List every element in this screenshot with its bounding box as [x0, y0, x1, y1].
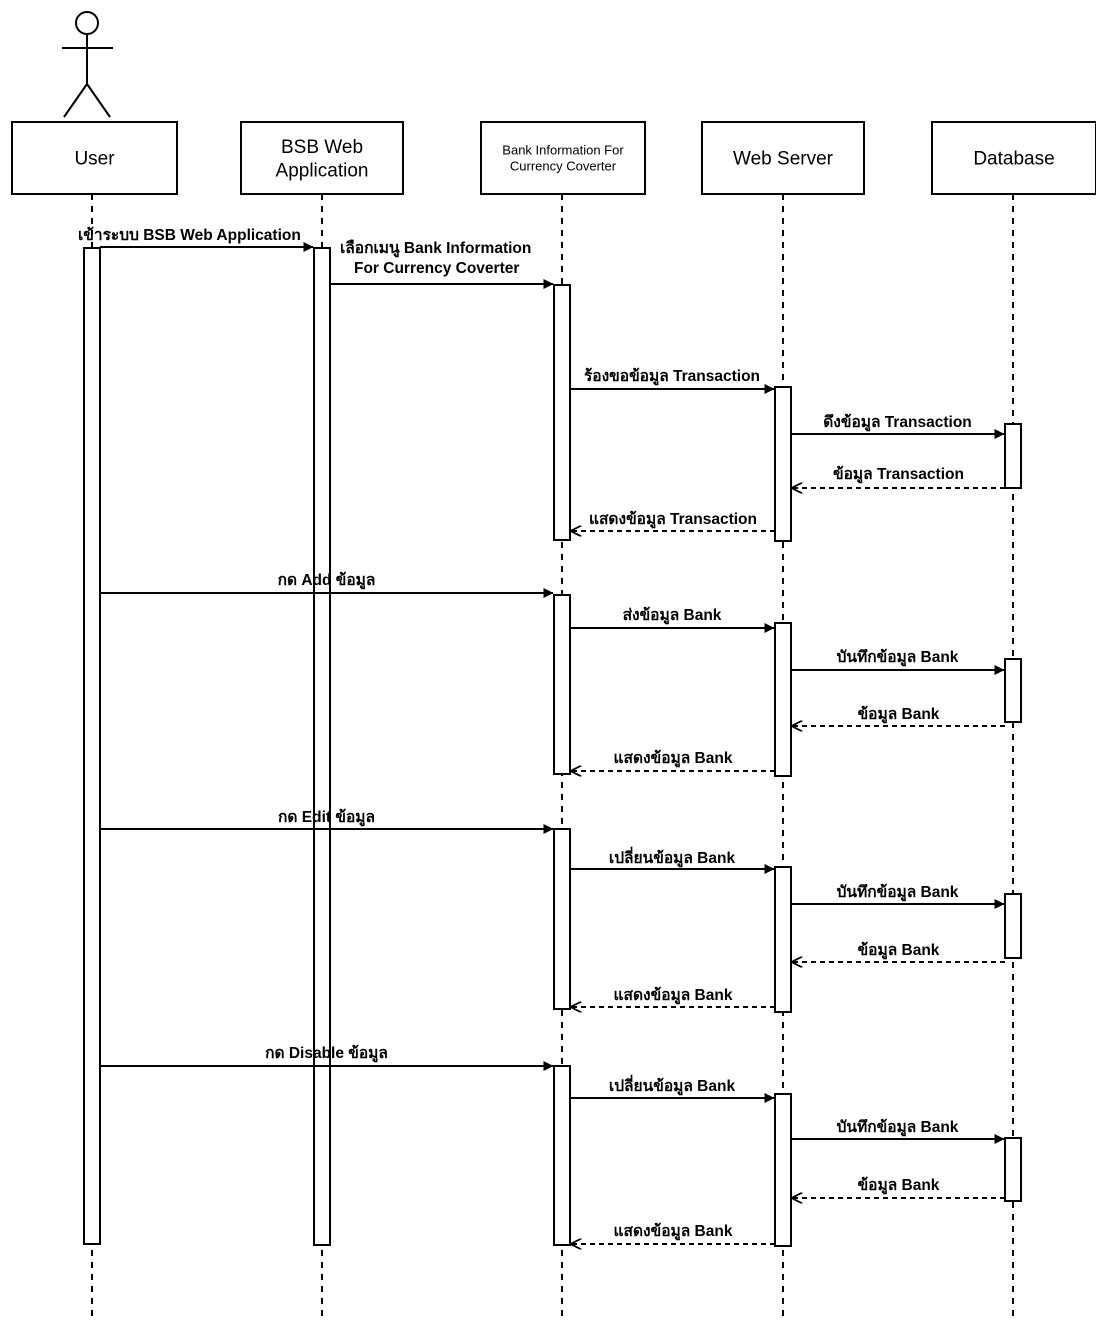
message-label-4: ดึงข้อมูล Transaction [823, 413, 972, 433]
message-label-11: แสดงข้อมูล Bank [614, 749, 733, 769]
participant-label-bank: Currency Coverter [510, 159, 617, 174]
message-label-3: ร้องขอข้อมูล Transaction [584, 367, 760, 387]
message-label-15: ข้อมูล Bank [858, 941, 940, 961]
participant-box-ws [701, 121, 865, 195]
activation-ws-1 [774, 386, 792, 542]
participant-box-bank [480, 121, 646, 195]
activation-ws-3 [774, 866, 792, 1013]
message-label-5: ข้อมูล Transaction [833, 465, 964, 485]
activation-db-2 [1004, 658, 1022, 723]
message-label-13: เปลี่ยนข้อมูล Bank [609, 846, 736, 869]
message-label-10: ข้อมูล Bank [858, 705, 940, 725]
message-label-12: กด Edit ข้อมูล [278, 808, 375, 828]
activation-db-4 [1004, 1137, 1022, 1202]
message-label-2: เลือกเมนู Bank Information [340, 239, 531, 259]
activation-bank-3 [553, 828, 571, 1010]
participant-label-user: User [74, 149, 115, 170]
activation-bank-4 [553, 1065, 571, 1246]
message-label-1: เข้าระบบ BSB Web Application [78, 226, 301, 244]
message-label-18: เปลี่ยนข้อมูล Bank [609, 1074, 736, 1097]
activation-db-3 [1004, 893, 1022, 959]
message-label-2: For Currency Coverter [354, 260, 519, 277]
message-label-16: แสดงข้อมูล Bank [614, 986, 733, 1006]
message-label-17: กด Disable ข้อมูล [265, 1044, 388, 1064]
participant-box-bsb [240, 121, 404, 195]
message-label-14: บันทึกข้อมูล Bank [837, 883, 959, 903]
participant-label-bank: Bank Information For [502, 142, 624, 157]
activation-bank-1 [553, 284, 571, 541]
message-label-7: กด Add ข้อมูล [278, 571, 376, 591]
activation-db-1 [1004, 423, 1022, 489]
participant-label-ws: Web Server [733, 149, 834, 170]
activation-user-1 [83, 247, 101, 1245]
message-label-21: แสดงข้อมูล Bank [614, 1222, 733, 1242]
message-label-6: แสดงข้อมูล Transaction [589, 510, 757, 530]
activation-bsb-1 [313, 247, 331, 1246]
participant-label-db: Database [973, 149, 1054, 170]
activation-bank-2 [553, 594, 571, 775]
activation-ws-4 [774, 1093, 792, 1247]
activation-ws-2 [774, 622, 792, 777]
message-label-9: บันทึกข้อมูล Bank [837, 648, 959, 668]
message-label-8: ส่งข้อมูล Bank [623, 606, 722, 626]
participant-box-user [11, 121, 178, 195]
actor-stick-figure-icon [62, 11, 113, 118]
message-label-19: บันทึกข้อมูล Bank [837, 1118, 959, 1138]
participant-box-db [931, 121, 1096, 195]
message-label-20: ข้อมูล Bank [858, 1176, 940, 1196]
participant-label-bsb: BSB Web [281, 137, 363, 158]
participant-label-bsb: Application [276, 161, 369, 182]
